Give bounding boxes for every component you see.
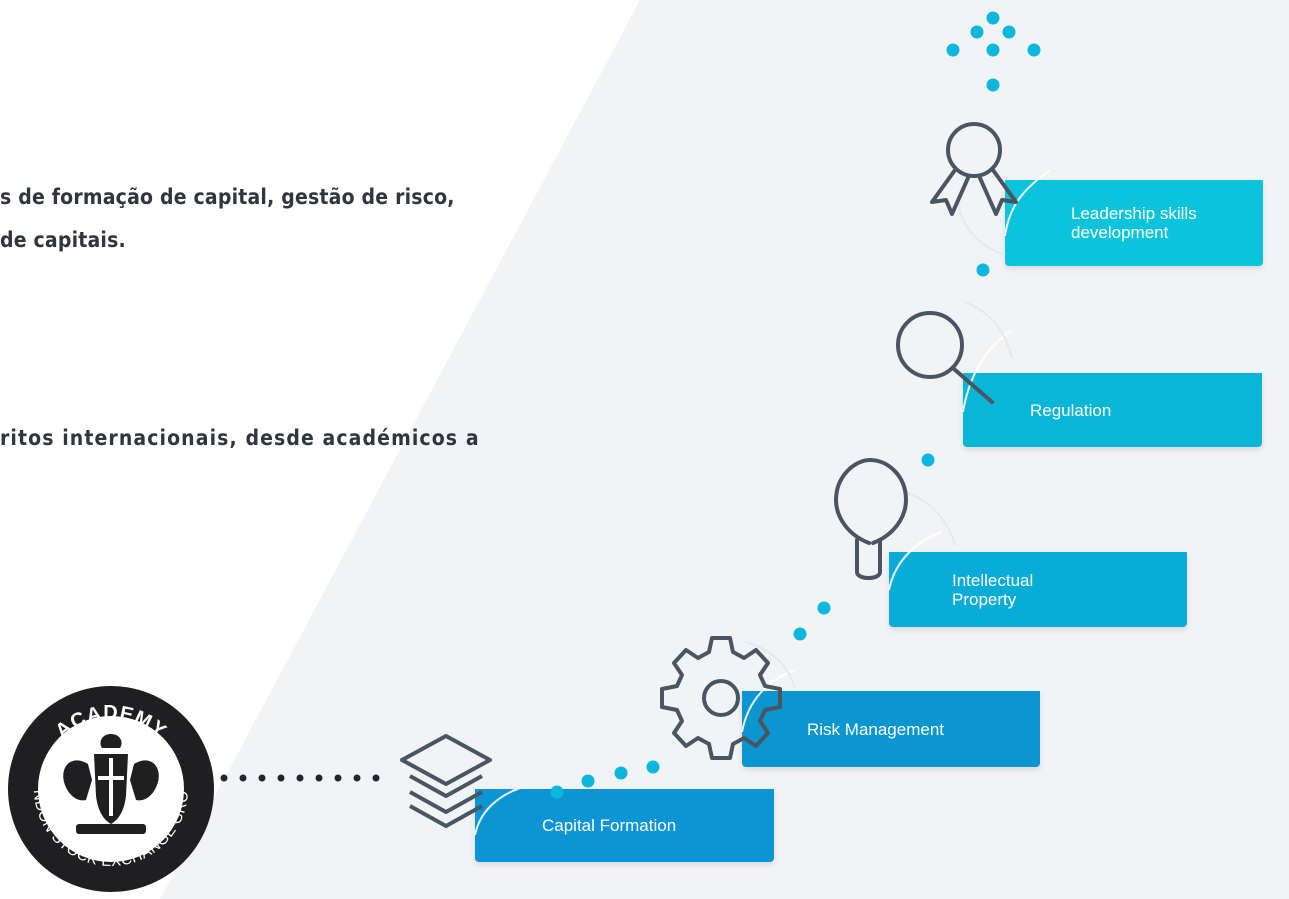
intro-line-3: ritos internacionais, desde académicos a <box>0 426 480 450</box>
step-ip-label-1: Intellectual <box>952 570 1034 590</box>
step-risk-management: Risk Management <box>742 691 1040 767</box>
step-capital-formation: Capital Formation <box>475 789 774 862</box>
step-capital-label: Capital Formation <box>542 816 677 835</box>
intro-line-2: de capitais. <box>0 228 126 252</box>
step-intellectual-property: Intellectual Property <box>889 552 1187 627</box>
step-leadership-skills: Leadership skills development <box>1005 180 1263 266</box>
step-regulation: Regulation <box>963 373 1262 447</box>
step-ip-label-2: Property <box>952 589 1017 609</box>
step-regulation-label: Regulation <box>1030 400 1112 420</box>
step-risk-label: Risk Management <box>807 719 945 739</box>
intro-paragraph-2: ritos internacionais, desde académicos a <box>0 426 480 450</box>
intro-paragraph-1: s de formação de capital, gestão de risc… <box>0 176 455 262</box>
step-leadership-label-2: development <box>1071 223 1169 242</box>
step-leadership-label-1: Leadership skills <box>1071 204 1197 223</box>
coat-of-arms-icon <box>63 734 159 834</box>
intro-line-1: s de formação de capital, gestão de risc… <box>0 185 455 209</box>
lse-academy-logo: ACADEMY LONDON STOCK EXCHANGE GROUP <box>6 684 214 892</box>
